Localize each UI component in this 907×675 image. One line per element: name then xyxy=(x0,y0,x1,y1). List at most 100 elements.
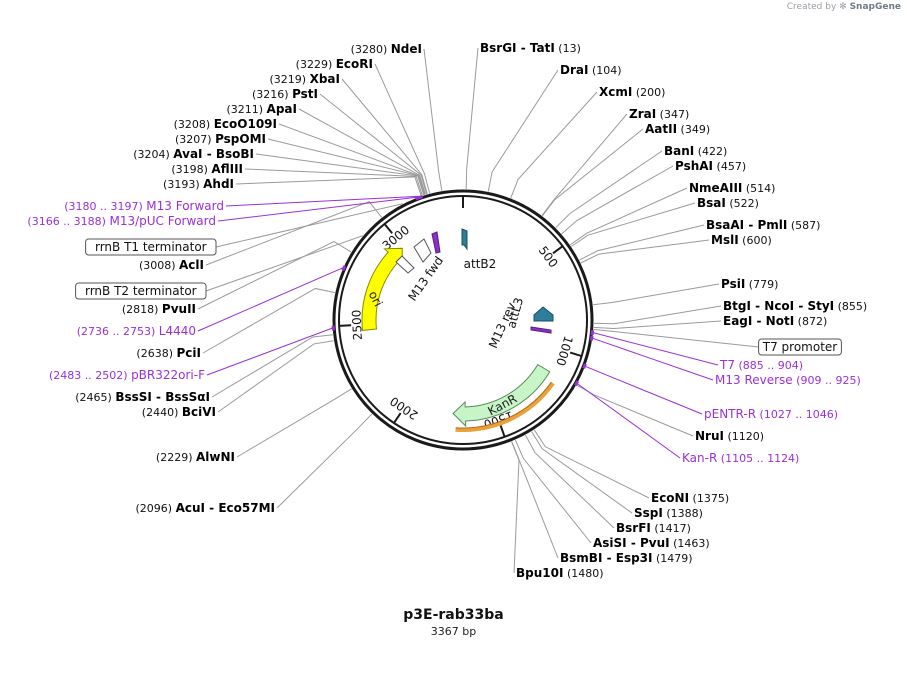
enzyme-label-nrui[interactable]: NruI (1120) xyxy=(695,429,764,443)
enzyme-leader-line xyxy=(423,48,443,191)
enzyme-label-ahdi[interactable]: (3193) AhdI xyxy=(163,177,234,191)
primer-range: (3180 .. 3197) xyxy=(64,200,146,213)
enzyme-label-bsrfi[interactable]: BsrFI (1417) xyxy=(616,521,691,535)
enzyme-position: (514) xyxy=(742,182,775,195)
enzyme-leader-line xyxy=(217,340,334,413)
enzyme-label-ecori[interactable]: (3229) EcoRI xyxy=(296,57,373,71)
primer-label-pbr322ori-f[interactable]: (2483 .. 2502) pBR322ori-F xyxy=(49,368,205,382)
primer-label-pentr-r[interactable]: pENTR-R (1027 .. 1046) xyxy=(704,407,838,421)
boxed-feature-rrnb-t1-terminator[interactable]: rrnB T1 terminator xyxy=(85,238,217,256)
enzyme-position: (1120) xyxy=(724,430,764,443)
enzyme-label-msli[interactable]: MslI (600) xyxy=(711,233,772,247)
enzyme-label-alwni[interactable]: (2229) AlwNI xyxy=(156,450,235,464)
enzyme-name: AsiSI - PvuI xyxy=(593,536,670,550)
primer-name: Kan-R xyxy=(682,451,717,465)
enzyme-label-zrai[interactable]: ZraI (347) xyxy=(629,107,689,121)
enzyme-label-ecoo109i[interactable]: (3208) EcoO109I xyxy=(174,117,277,131)
m13-fwd-marker-icon[interactable] xyxy=(431,231,441,254)
enzyme-leader-line xyxy=(561,165,674,235)
primer-label-m13-puc-forward[interactable]: (3166 .. 3188) M13/pUC Forward xyxy=(27,214,216,228)
enzyme-position: (1388) xyxy=(663,507,703,520)
enzyme-name: AvaI - BsoBI xyxy=(173,147,254,161)
enzyme-label-pspomi[interactable]: (3207) PspOMI xyxy=(175,132,266,146)
enzyme-label-pshai[interactable]: PshAI (457) xyxy=(675,159,746,173)
ring-tick xyxy=(552,245,564,255)
enzyme-label-acli[interactable]: (3008) AclI xyxy=(139,258,204,272)
enzyme-label-econi[interactable]: EcoNI (1375) xyxy=(651,491,729,505)
enzyme-label-bsmbi[interactable]: BsmBI - Esp3I (1479) xyxy=(560,551,693,565)
primer-site-mark xyxy=(582,363,587,369)
credit-brand: SnapGene xyxy=(849,2,901,12)
enzyme-name: EcoNI xyxy=(651,491,689,505)
enzyme-leader-line xyxy=(319,93,428,195)
plasmid-size: 3367 bp xyxy=(430,625,477,638)
enzyme-name: MslI xyxy=(711,233,739,247)
enzyme-label-psii[interactable]: PsiI (779) xyxy=(721,277,778,291)
enzyme-position: (347) xyxy=(656,108,689,121)
enzyme-leader-line xyxy=(374,63,431,194)
primer-label-kan-r[interactable]: Kan-R (1105 .. 1124) xyxy=(682,451,799,465)
enzyme-label-pcii[interactable]: (2638) PciI xyxy=(136,346,201,360)
enzyme-label-avai[interactable]: (3204) AvaI - BsoBI xyxy=(133,147,254,161)
enzyme-leader-line xyxy=(571,202,696,247)
primer-range: (885 .. 904) xyxy=(735,359,803,372)
enzyme-label-bsrgi[interactable]: BsrGI - TatI (13) xyxy=(480,41,581,55)
enzyme-leader-line xyxy=(465,47,479,190)
primer-label-t7[interactable]: T7 (885 .. 904) xyxy=(719,358,803,372)
enzyme-position: (1417) xyxy=(651,522,691,535)
enzyme-label-bsssi[interactable]: (2465) BssSI - BssSαI xyxy=(75,390,210,404)
ring-tick xyxy=(569,351,582,358)
ori-feature-arrow[interactable] xyxy=(361,247,403,331)
enzyme-label-afliii[interactable]: (3198) AflIII xyxy=(171,162,243,176)
feature-leader-line xyxy=(215,203,403,248)
enzyme-label-drai[interactable]: DraI (104) xyxy=(560,63,622,77)
enzyme-label-asisi[interactable]: AsiSI - PvuI (1463) xyxy=(593,536,710,550)
enzyme-label-nmeaiii[interactable]: NmeAIII (514) xyxy=(689,181,775,195)
enzyme-label-psti[interactable]: (3216) PstI xyxy=(252,87,318,101)
enzyme-label-pvuii[interactable]: (2818) PvuII xyxy=(122,302,196,316)
kanr-orange-arc xyxy=(455,382,555,432)
primer-label-m13-reverse[interactable]: M13 Reverse (909 .. 925) xyxy=(715,373,861,387)
enzyme-position: (3208) xyxy=(174,118,214,131)
enzyme-name: PshAI xyxy=(675,159,713,173)
enzyme-label-acui[interactable]: (2096) AcuI - Eco57MI xyxy=(136,501,275,515)
enzyme-label-bsai[interactable]: BsaI (522) xyxy=(697,196,759,210)
primer-leader-line xyxy=(217,196,418,222)
enzyme-position: (1375) xyxy=(689,492,729,505)
attb2-marker-icon[interactable] xyxy=(461,228,468,251)
enzyme-name: EagI - NotI xyxy=(723,314,794,328)
enzyme-label-apai[interactable]: (3211) ApaI xyxy=(226,102,297,116)
enzyme-leader-line xyxy=(244,168,423,196)
enzyme-label-bpu10i[interactable]: Bpu10I (1480) xyxy=(516,566,604,580)
enzyme-position: (855) xyxy=(834,300,867,313)
enzyme-name: PciI xyxy=(177,346,202,360)
enzyme-name: BanI xyxy=(664,144,694,158)
enzyme-position: (3229) xyxy=(296,58,336,71)
enzyme-name: DraI xyxy=(560,63,588,77)
enzyme-label-ndei[interactable]: (3280) NdeI xyxy=(351,42,422,56)
snapgene-logo-icon: ✻ xyxy=(839,2,847,12)
primer-label-m13-forward[interactable]: (3180 .. 3197) M13 Forward xyxy=(64,199,224,213)
primer-label-l4440[interactable]: (2736 .. 2753) L4440 xyxy=(77,324,196,338)
enzyme-leader-line xyxy=(593,305,722,325)
enzyme-label-bcivi[interactable]: (2440) BciVI xyxy=(142,405,216,419)
enzyme-label-xbai[interactable]: (3219) XbaI xyxy=(270,72,340,86)
enzyme-label-bsaai[interactable]: BsaAI - PmlI (587) xyxy=(706,218,820,232)
enzyme-name: PstI xyxy=(292,87,318,101)
enzyme-name: BsmBI - Esp3I xyxy=(560,551,652,565)
enzyme-position: (600) xyxy=(739,234,772,247)
boxed-feature-t7-promoter[interactable]: T7 promoter xyxy=(758,338,842,356)
enzyme-leader-line xyxy=(533,429,650,499)
enzyme-label-bani[interactable]: BanI (422) xyxy=(664,144,727,158)
enzyme-position: (3207) xyxy=(175,133,215,146)
enzyme-label-aatii[interactable]: AatII (349) xyxy=(645,122,710,136)
attl3-marker-icon[interactable] xyxy=(533,306,554,322)
enzyme-label-btgi[interactable]: BtgI - NcoI - StyI (855) xyxy=(723,299,867,313)
m13-rev-marker-icon[interactable] xyxy=(530,326,552,334)
enzyme-leader-line xyxy=(236,388,352,458)
boxed-feature-rrnb-t2-terminator[interactable]: rrnB T2 terminator xyxy=(75,282,207,300)
enzyme-label-eagi[interactable]: EagI - NotI (872) xyxy=(723,314,827,328)
enzyme-label-xcmi[interactable]: XcmI (200) xyxy=(599,85,665,99)
kanr-feature-arrow[interactable] xyxy=(452,363,551,428)
enzyme-label-sspi[interactable]: SspI (1388) xyxy=(634,506,703,520)
